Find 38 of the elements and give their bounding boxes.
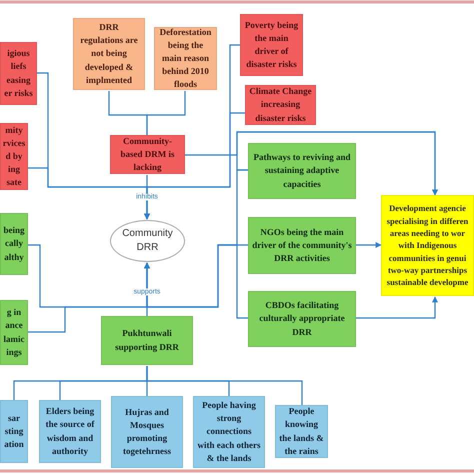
issue-box: [73, 18, 145, 90]
support-box: [248, 291, 356, 347]
node-text: Development agencie specialising in differen areas needing to wor with Indigenous communities in genui two-way partnerships sustainable developme: [386, 202, 470, 289]
node-text: Climate Change increasing disaster risks: [249, 85, 312, 125]
node-text: Elders being the source of wisdom and authority: [44, 405, 96, 458]
node-text: DRR regulations are not being developed & implmented: [79, 21, 139, 87]
node-text: Pukhtunwali supporting DRR: [114, 327, 180, 354]
connector-arrow: [144, 112, 245, 220]
support-box: [248, 143, 356, 199]
node-text: Poverty being the main driver of disaster risks: [244, 18, 299, 72]
node-text: CBDOs facilitating culturally appropriate DRR: [258, 299, 346, 339]
connector-arrow: [356, 296, 438, 319]
issue-box: [0, 42, 37, 105]
connector-arrow: [356, 242, 382, 248]
support-box: [248, 217, 356, 274]
node-text: Community DRR: [121, 226, 174, 255]
value-box: [111, 396, 183, 468]
node-text: People having strong connections with each others & the lands: [197, 399, 261, 465]
node-text: being cally althy: [4, 224, 25, 264]
node-text: mity rvices d by ing sate: [2, 124, 26, 190]
value-box: [39, 400, 101, 463]
node-text: Pathways to reviving and sustaining adaptive capacities: [252, 151, 352, 191]
support-box: [0, 300, 28, 365]
outcome-box: [381, 195, 474, 296]
connector-arrow: [144, 169, 248, 308]
node-text: People knowing the lands & the rains: [279, 405, 324, 458]
node-text: Deforestation being the main reason behind 2010 floods: [158, 26, 212, 92]
node-text: igious liefs easing er risks: [4, 47, 33, 100]
issue-box: [110, 135, 185, 174]
node-text: Community-based DRM is lacking: [119, 134, 176, 174]
value-box: [0, 400, 28, 463]
node-text: NGOs being the main driver of the community's DRR activities: [252, 226, 352, 266]
support-box: [101, 316, 193, 365]
connector-arrow: [236, 131, 438, 196]
node-text: sar sting ation: [4, 412, 24, 452]
node-text: g in ance lamic ings: [4, 306, 24, 359]
support-box: [0, 213, 28, 275]
node-text: Hujras and Mosques promoting togetehrness: [122, 406, 172, 458]
